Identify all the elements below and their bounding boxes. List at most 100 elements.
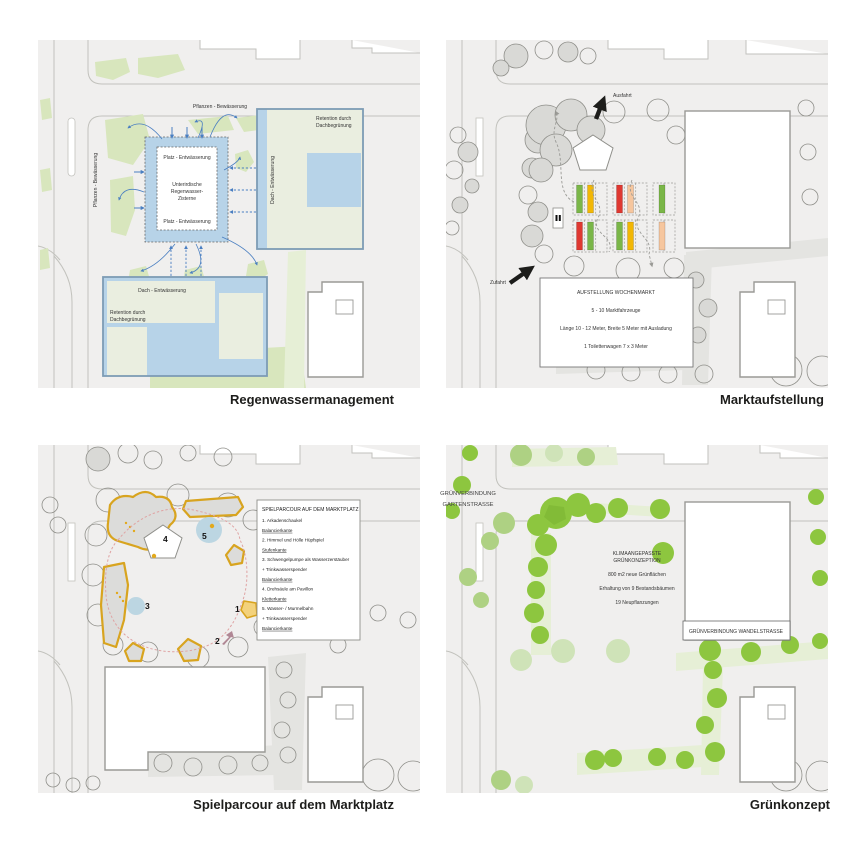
plaza-paths [148, 653, 306, 790]
marker-2: 2 [215, 636, 220, 646]
building-retention-right: Retention durch Dachbegrünung Dach - Ent… [256, 108, 364, 250]
market-info-box: AUFSTELLUNG WOCHENMARKT 5 - 10 Marktfahr… [539, 277, 694, 368]
label-retention-right-2: Dachbegrünung [316, 123, 352, 129]
circulation-path-arrow [629, 179, 654, 268]
street-network [446, 445, 828, 793]
pavilion-pentagon [572, 134, 614, 171]
existing-trees-light [459, 445, 630, 793]
label-retention-right-1: Retention durch [316, 116, 352, 122]
gartenstrasse-label: GRÜNVERBINDUNG GARTENSTRASSE [440, 490, 496, 508]
label-pflanzen-bewaesserung-top: Pflanzen - Bewässerung [193, 104, 247, 110]
label-wandelstrasse: GRÜNVERBINDUNG WANDELSTRASSE [689, 628, 784, 635]
street-network [38, 445, 420, 793]
parcours-path [105, 508, 248, 653]
new-trees-strong [446, 445, 828, 770]
circulation-exit-path [553, 110, 575, 203]
street-network [38, 40, 420, 388]
legend-item: Balancierkante [262, 528, 293, 533]
label-zisterne-3: Zisterne [178, 196, 196, 202]
map-regenwassermanagement: Platz - Entwässerung Unterirdische Regen… [38, 40, 420, 388]
konzept-line-2: GRÜNKONZEPTION [613, 557, 661, 564]
building-small [739, 686, 796, 783]
legend-item: 2. Himmel und Hölle Hüpfspiel [262, 538, 324, 543]
building-large [684, 501, 791, 641]
label-dach-entwaesserung-right: Dach - Entwässerung [270, 156, 276, 204]
building-retention-bottom: Dach - Entwässerung Retention durch Dach… [102, 276, 268, 377]
caption-spielparcour: Spielparcour auf dem Marktplatz [193, 797, 394, 812]
pavilion-pentagon [143, 524, 183, 559]
market-stalls [572, 182, 676, 253]
wandelstrasse-label-box: GRÜNVERBINDUNG WANDELSTRASSE [682, 620, 791, 641]
marker-4: 4 [163, 534, 168, 544]
legend-title: SPIELPARCOUR AUF DEM MARKTPLATZ [262, 507, 359, 513]
play-water-circle-3 [127, 597, 145, 615]
label-pflanzen-bewaesserung-left: Pflanzen - Bewässerung [93, 153, 99, 207]
stall-truck [576, 221, 583, 251]
stall-truck [616, 184, 623, 214]
building-small [307, 686, 364, 783]
label-platz-entwaesserung-top: Platz - Entwässerung [163, 155, 210, 161]
konzept-text: KLIMAANGEPASSTE GRÜNKONZEPTION 800 m2 ne… [599, 551, 675, 606]
play-pentagon-center [176, 637, 203, 663]
marker-3: 3 [145, 601, 150, 611]
panel-spielparcour: 1 2 3 4 5 SPIELPARCOUR AUF DEM MARKTPLAT… [38, 445, 420, 793]
marker-5: 5 [202, 531, 207, 541]
zufahrt-arrow [508, 265, 535, 285]
building-small [739, 281, 796, 378]
stall-truck [658, 221, 666, 251]
drainage-arrows [118, 114, 258, 276]
legend-item: Balancierkante [262, 577, 293, 582]
stall-truck [576, 184, 583, 214]
label-zisterne-2: Regenwasser- [171, 189, 204, 195]
stall-truck [658, 184, 666, 214]
play-pentagon-small [224, 543, 246, 567]
toilet-wagon-icon [555, 215, 561, 221]
play-legend: SPIELPARCOUR AUF DEM MARKTPLATZ 1. Arkad… [256, 499, 361, 641]
street-median [67, 117, 76, 177]
toilet-wagon [552, 207, 564, 229]
play-markers: 1 2 3 4 5 [145, 531, 240, 646]
tree-crown-detail [544, 505, 566, 525]
plaza-cistern: Platz - Entwässerung Unterirdische Regen… [144, 136, 229, 243]
label-retention-bottom-1: Retention durch [110, 310, 146, 316]
caption-regenwassermanagement: Regenwassermanagement [229, 392, 394, 407]
infobox-line-4: 1 Toilettenwagen 7 x 3 Meter [584, 344, 648, 350]
label-gartenstrasse-2: GARTENSTRASSE [442, 502, 493, 508]
legend-item: 4. Drehsäule am Pavillon [262, 587, 314, 592]
infobox-line-1: AUFSTELLUNG WOCHENMARKT [577, 290, 655, 296]
caption-gruenkonzept: Grünkonzept [749, 797, 830, 812]
marker-1: 1 [235, 604, 240, 614]
legend-item: Stufenkante [262, 547, 287, 552]
trees [41, 445, 420, 793]
legend-item: Kletterkante [262, 596, 287, 601]
map-marktaufstellung: Ausfahrt Zufahrt AUFSTELLUNG WOCHENMARKT… [446, 40, 828, 388]
play-water-marble-run [240, 600, 258, 619]
legend-item: 3. Schwengelpumpe als Wasserzerstäuber [262, 557, 350, 562]
play-elements [99, 490, 258, 663]
panel-regenwassermanagement: Platz - Entwässerung Unterirdische Regen… [38, 40, 420, 388]
label-platz-entwaesserung-bottom: Platz - Entwässerung [163, 219, 210, 225]
konzept-line-4: Erhaltung von 9 Bestandsbäumen [599, 586, 675, 592]
infobox-line-2: 5 - 10 Marktfahrzeuge [592, 308, 641, 314]
legend-item: 1. Arkadenschaukel [262, 518, 302, 523]
building-large [104, 666, 266, 771]
panel-gruenkonzept: GRÜNVERBINDUNG WANDELSTRASSE KLIMAANGEPA… [446, 445, 828, 793]
konzept-line-1: KLIMAANGEPASSTE [613, 551, 662, 557]
green-walkway [284, 250, 306, 388]
caption-marktaufstellung: Marktaufstellung [719, 392, 824, 407]
map-gruenkonzept: GRÜNVERBINDUNG WANDELSTRASSE KLIMAANGEPA… [446, 445, 828, 793]
legend-item: 5. Wasser- / Murmelbahn [262, 606, 314, 611]
map-spielparcour: 1 2 3 4 5 SPIELPARCOUR AUF DEM MARKTPLAT… [38, 445, 420, 793]
panel-marktaufstellung: Ausfahrt Zufahrt AUFSTELLUNG WOCHENMARKT… [446, 40, 828, 388]
stall-truck [587, 221, 594, 251]
legend-item: Balancierkante [262, 626, 293, 631]
play-balance-bar [181, 495, 245, 519]
legend-item: + Trinkwasserspender [262, 616, 308, 621]
play-climb-edge [99, 561, 130, 649]
label-gartenstrasse-1: GRÜNVERBINDUNG [440, 490, 496, 497]
konzept-line-3: 800 m2 neue Grünflächen [608, 572, 666, 578]
label-zufahrt: Zufahrt [490, 280, 506, 286]
label-dach-entwaesserung-bottom: Dach - Entwässerung [138, 288, 186, 294]
label-ausfahrt: Ausfahrt [613, 93, 632, 99]
